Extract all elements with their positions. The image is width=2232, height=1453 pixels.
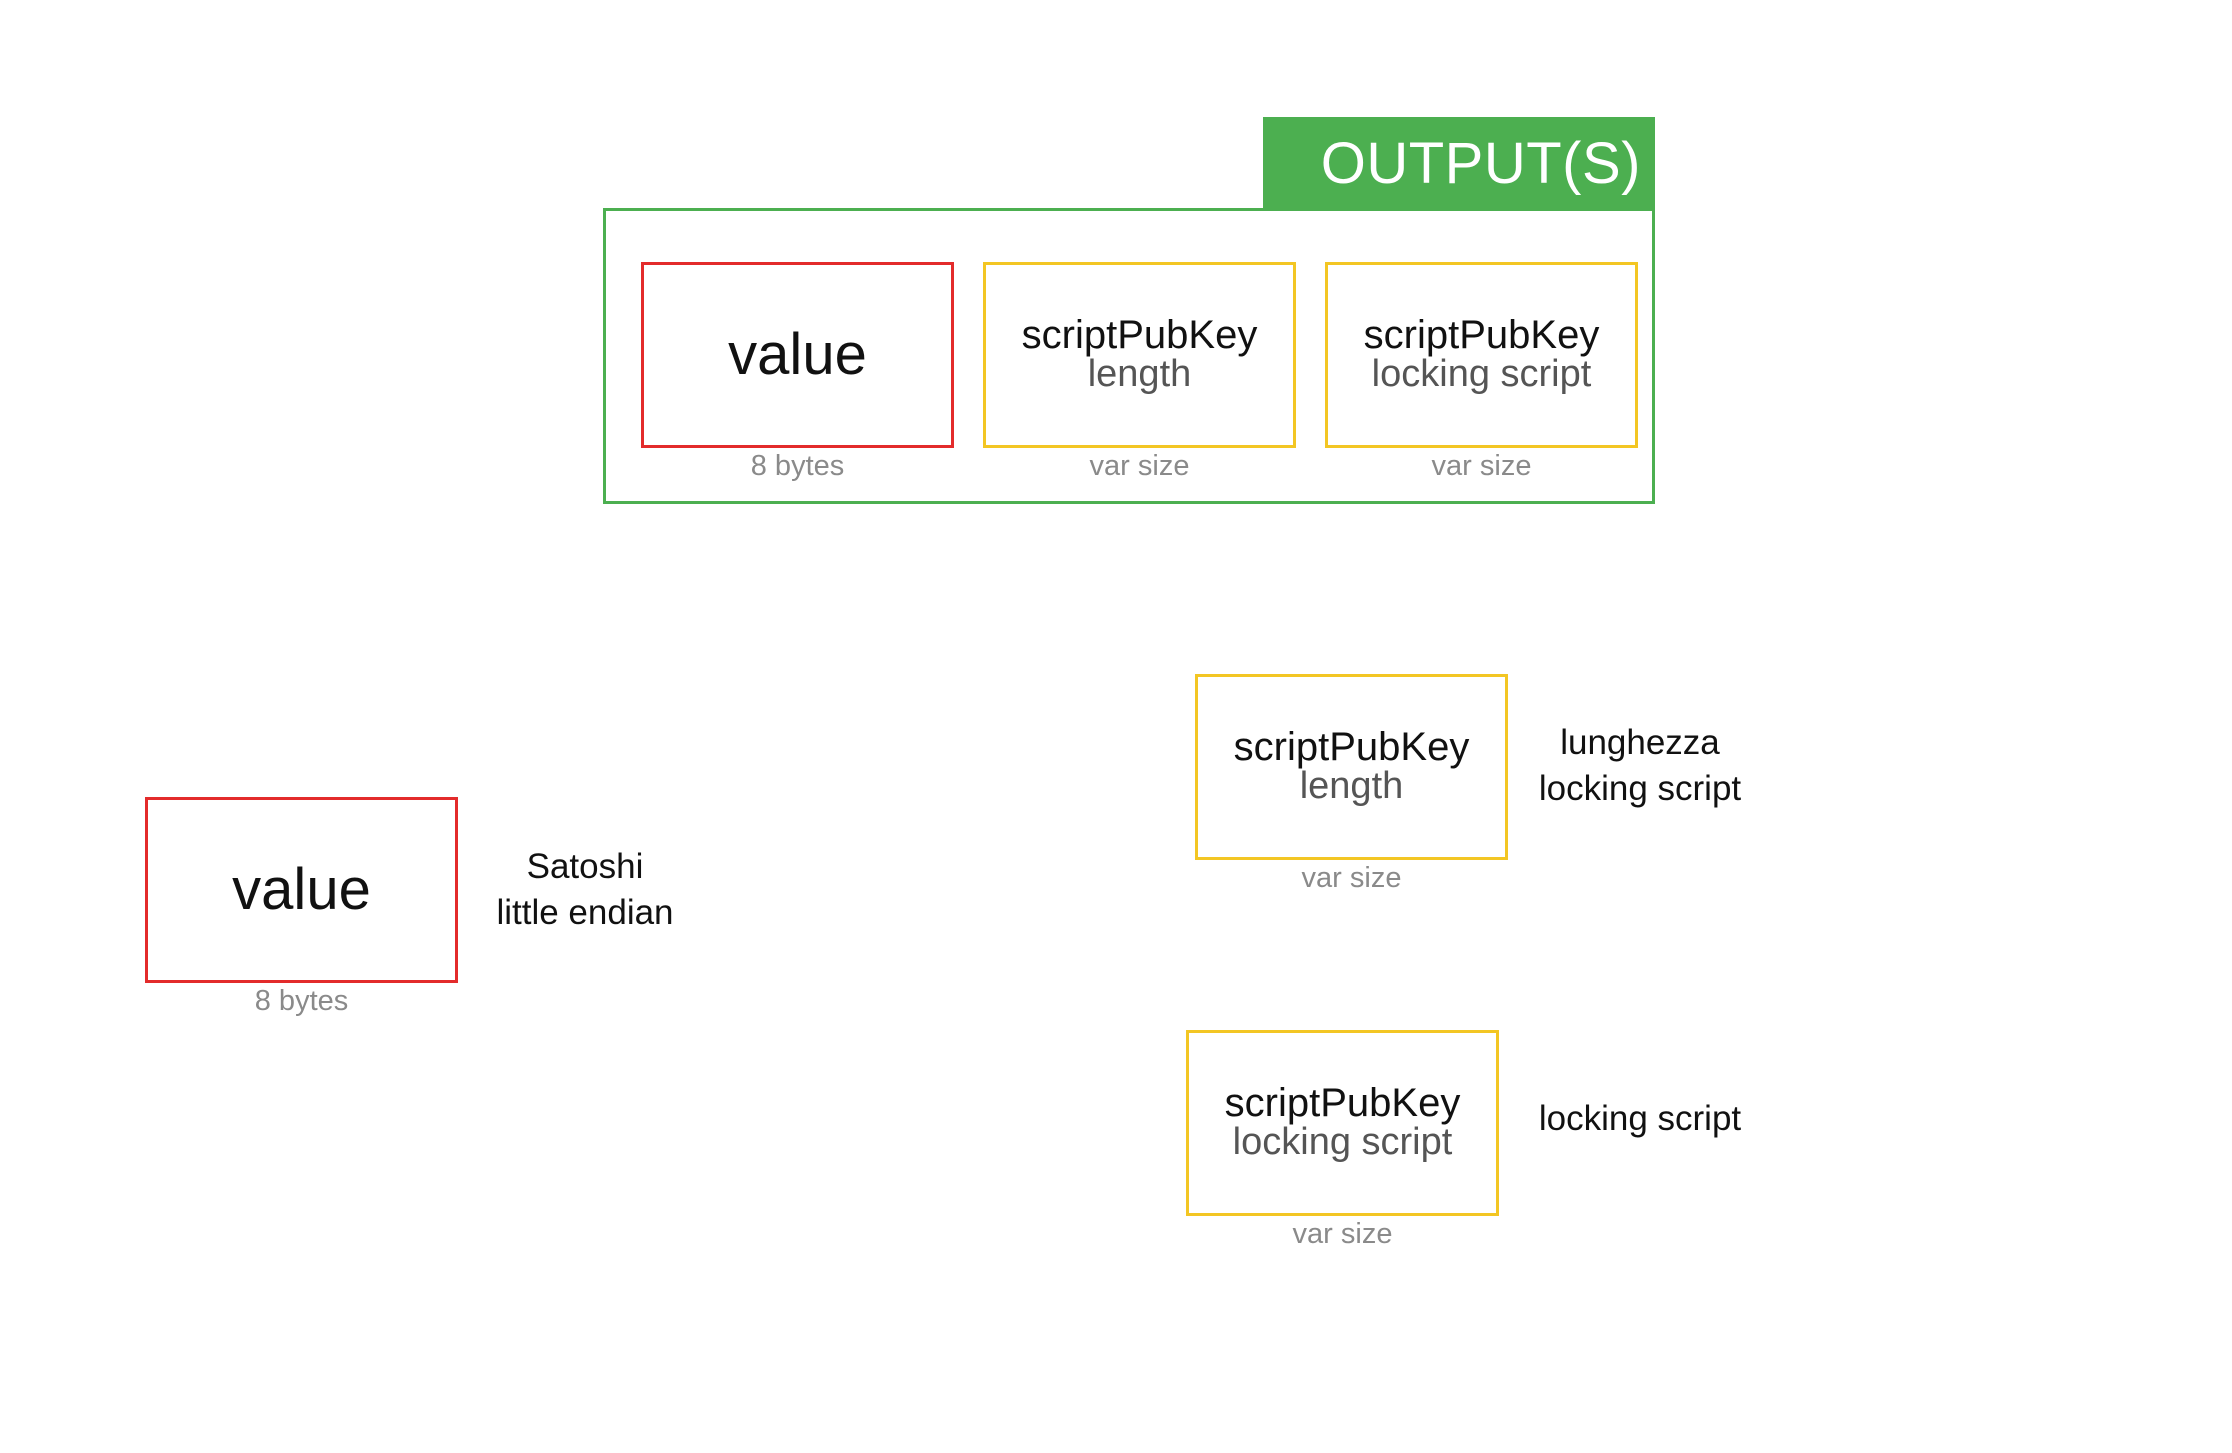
detail-locking-script-desc-line1: locking script [1538,1099,1742,1138]
output-group-title: OUTPUT(S) [1263,117,1655,210]
detail-script-length-field: scriptPubKey length [1195,674,1508,860]
output-value-label: value [728,322,867,388]
detail-script-length-desc-line2: locking script [1538,768,1742,808]
output-locking-script-label: scriptPubKey [1363,313,1600,358]
detail-script-length-description: lunghezza locking script [1520,720,1760,811]
output-locking-script-field: scriptPubKey locking script [1325,262,1638,448]
detail-value-field: value [145,797,458,983]
detail-value-desc-line1: Satoshi [526,847,644,886]
detail-value-description: Satoshi little endian [470,844,700,935]
detail-locking-script-description: locking script [1520,1096,1760,1142]
output-script-length-label: scriptPubKey [1021,313,1258,358]
output-locking-script-sublabel: locking script [1371,353,1592,396]
detail-script-length-label: scriptPubKey [1233,725,1470,770]
detail-value-label: value [232,857,371,923]
detail-locking-script-field: scriptPubKey locking script [1186,1030,1499,1216]
detail-script-length-sublabel: length [1299,765,1404,808]
output-group-frame [603,208,1655,504]
detail-script-length-desc-line1: lunghezza [1560,723,1720,762]
output-script-length-field: scriptPubKey length [983,262,1296,448]
output-script-length-sublabel: length [1087,353,1192,396]
detail-locking-script-sublabel: locking script [1232,1121,1453,1164]
detail-value-size: 8 bytes [254,985,349,1017]
detail-locking-script-size: var size [1292,1218,1393,1250]
detail-locking-script-label: scriptPubKey [1224,1081,1461,1126]
output-script-length-size: var size [1089,450,1190,482]
output-value-field: value [641,262,954,448]
detail-value-desc-line2: little endian [496,892,674,932]
detail-script-length-size: var size [1301,862,1402,894]
output-value-size: 8 bytes [750,450,845,482]
output-locking-script-size: var size [1431,450,1532,482]
